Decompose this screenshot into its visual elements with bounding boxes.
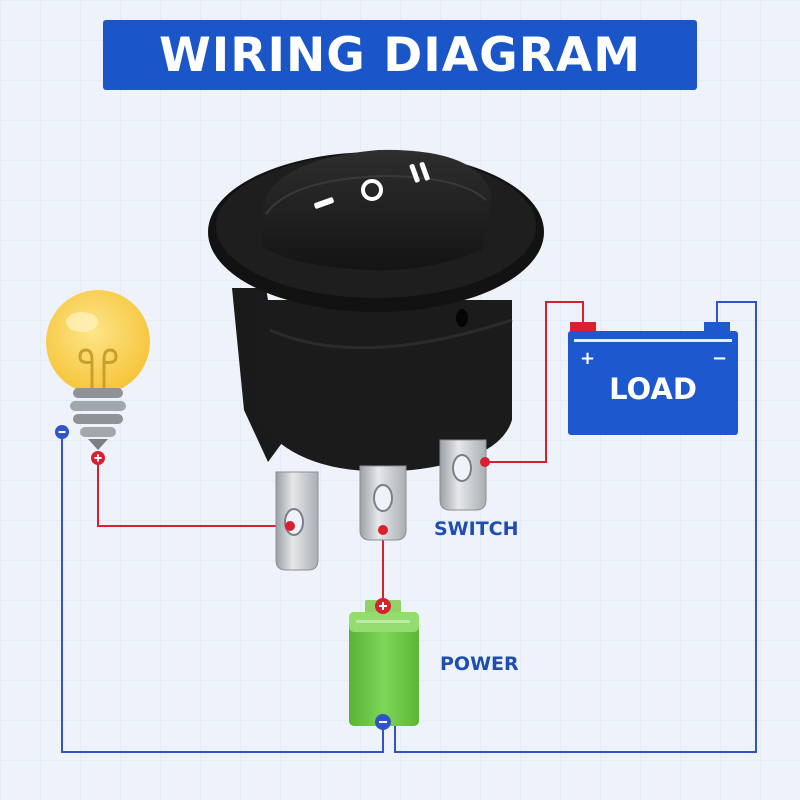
switch-terminal-3-dot	[480, 457, 490, 467]
bulb-negative-terminal	[55, 425, 69, 439]
svg-text:−: −	[712, 348, 727, 369]
load-label: LOAD	[609, 372, 697, 406]
rocker-switch-icon	[208, 149, 544, 571]
switch-terminal-2-dot	[378, 525, 388, 535]
svg-text:+: +	[580, 348, 595, 369]
light-bulb-icon	[46, 290, 150, 450]
bulb-positive-terminal	[91, 451, 105, 465]
wire-negative-load	[394, 301, 757, 753]
power-negative-terminal	[375, 714, 391, 730]
switch-label: SWITCH	[434, 518, 519, 540]
power-positive-terminal	[375, 598, 391, 614]
wire-positive-bulb	[97, 462, 290, 527]
battery-icon	[349, 600, 419, 726]
page-title: WIRING DIAGRAM	[158, 27, 642, 83]
wire-positive-load	[485, 301, 584, 463]
wire-negative-bulb	[61, 432, 384, 753]
title-banner: WIRING DIAGRAM	[103, 20, 697, 90]
power-label: POWER	[440, 653, 519, 675]
wires	[61, 301, 757, 753]
switch-terminal-1-dot	[285, 521, 295, 531]
load-battery-icon: + −	[568, 322, 738, 435]
